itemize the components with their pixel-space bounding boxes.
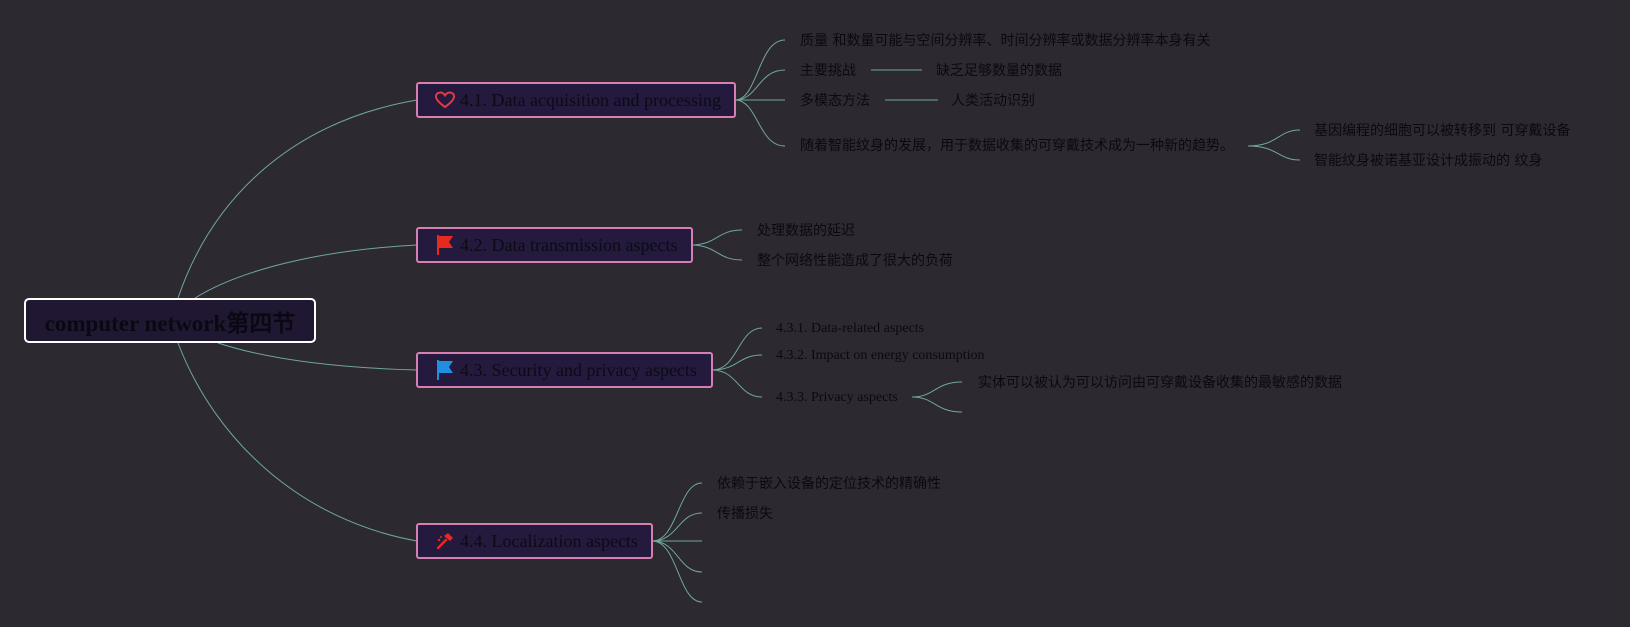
topic-localization[interactable]: 4.4. Localization aspects xyxy=(416,523,653,559)
subtopic-processing-delay[interactable]: 处理数据的延迟 xyxy=(757,223,855,239)
subtopic-main-challenge[interactable]: 主要挑战 xyxy=(800,63,856,79)
root-topic-label: computer network第四节 xyxy=(44,310,296,336)
subtopic-propagation-loss[interactable]: 传播损失 xyxy=(717,506,773,522)
subtopic-engineered-cells[interactable]: 基因编程的细胞可以被转移到 可穿戴设备 xyxy=(1314,123,1571,139)
topic-data-transmission[interactable]: 4.2. Data transmission aspects xyxy=(416,227,693,263)
heart-icon xyxy=(434,89,456,111)
root-topic[interactable]: computer network第四节 xyxy=(24,298,316,343)
subtopic-quality-resolution[interactable]: 质量 和数量可能与空间分辨率、时间分辨率或数据分辨率本身有关 xyxy=(800,33,1211,49)
connector-root-topic-2 xyxy=(194,244,418,299)
subtopic-sensitive-data-access[interactable]: 实体可以被认为可以访问由可穿戴设备收集的最敏感的数据 xyxy=(978,375,1342,391)
blue-flag-icon xyxy=(434,359,456,381)
topic-security-privacy[interactable]: 4.3. Security and privacy aspects xyxy=(416,352,713,388)
topic-label: 4.1. Data acquisition and processing xyxy=(460,89,721,110)
connector-root-topic-1 xyxy=(177,99,418,299)
connector-root-topic-4 xyxy=(177,342,418,542)
topic-label: 4.3. Security and privacy aspects xyxy=(460,359,697,380)
subtopic-nokia-tattoo[interactable]: 智能纹身被诺基亚设计成振动的 纹身 xyxy=(1314,153,1543,169)
subtopic-data-related[interactable]: 4.3.1. Data-related aspects xyxy=(776,321,925,336)
connector-root-topic-3 xyxy=(217,342,418,371)
topic-label: 4.4. Localization aspects xyxy=(460,530,638,551)
topic-label: 4.2. Data transmission aspects xyxy=(460,234,678,255)
subtopic-activity-recognition[interactable]: 人类活动识别 xyxy=(951,93,1035,109)
subtopic-privacy-aspects[interactable]: 4.3.3. Privacy aspects xyxy=(776,390,898,405)
subtopic-smart-tattoo-trend[interactable]: 随着智能纹身的发展，用于数据收集的可穿戴技术成为一种新的趋势。 xyxy=(800,138,1234,154)
red-flag-icon xyxy=(434,234,456,256)
topic-data-acquisition[interactable]: 4.1. Data acquisition and processing xyxy=(416,82,736,118)
hammer-icon xyxy=(434,530,456,552)
subtopic-insufficient-data[interactable]: 缺乏足够数量的数据 xyxy=(936,63,1062,79)
subtopic-positioning-accuracy[interactable]: 依赖于嵌入设备的定位技术的精确性 xyxy=(717,476,941,492)
subtopic-network-load[interactable]: 整个网络性能造成了很大的负荷 xyxy=(757,253,953,269)
subtopic-multimodal-method[interactable]: 多模态方法 xyxy=(800,93,870,109)
subtopic-energy-consumption[interactable]: 4.3.2. Impact on energy consumption xyxy=(776,348,985,363)
